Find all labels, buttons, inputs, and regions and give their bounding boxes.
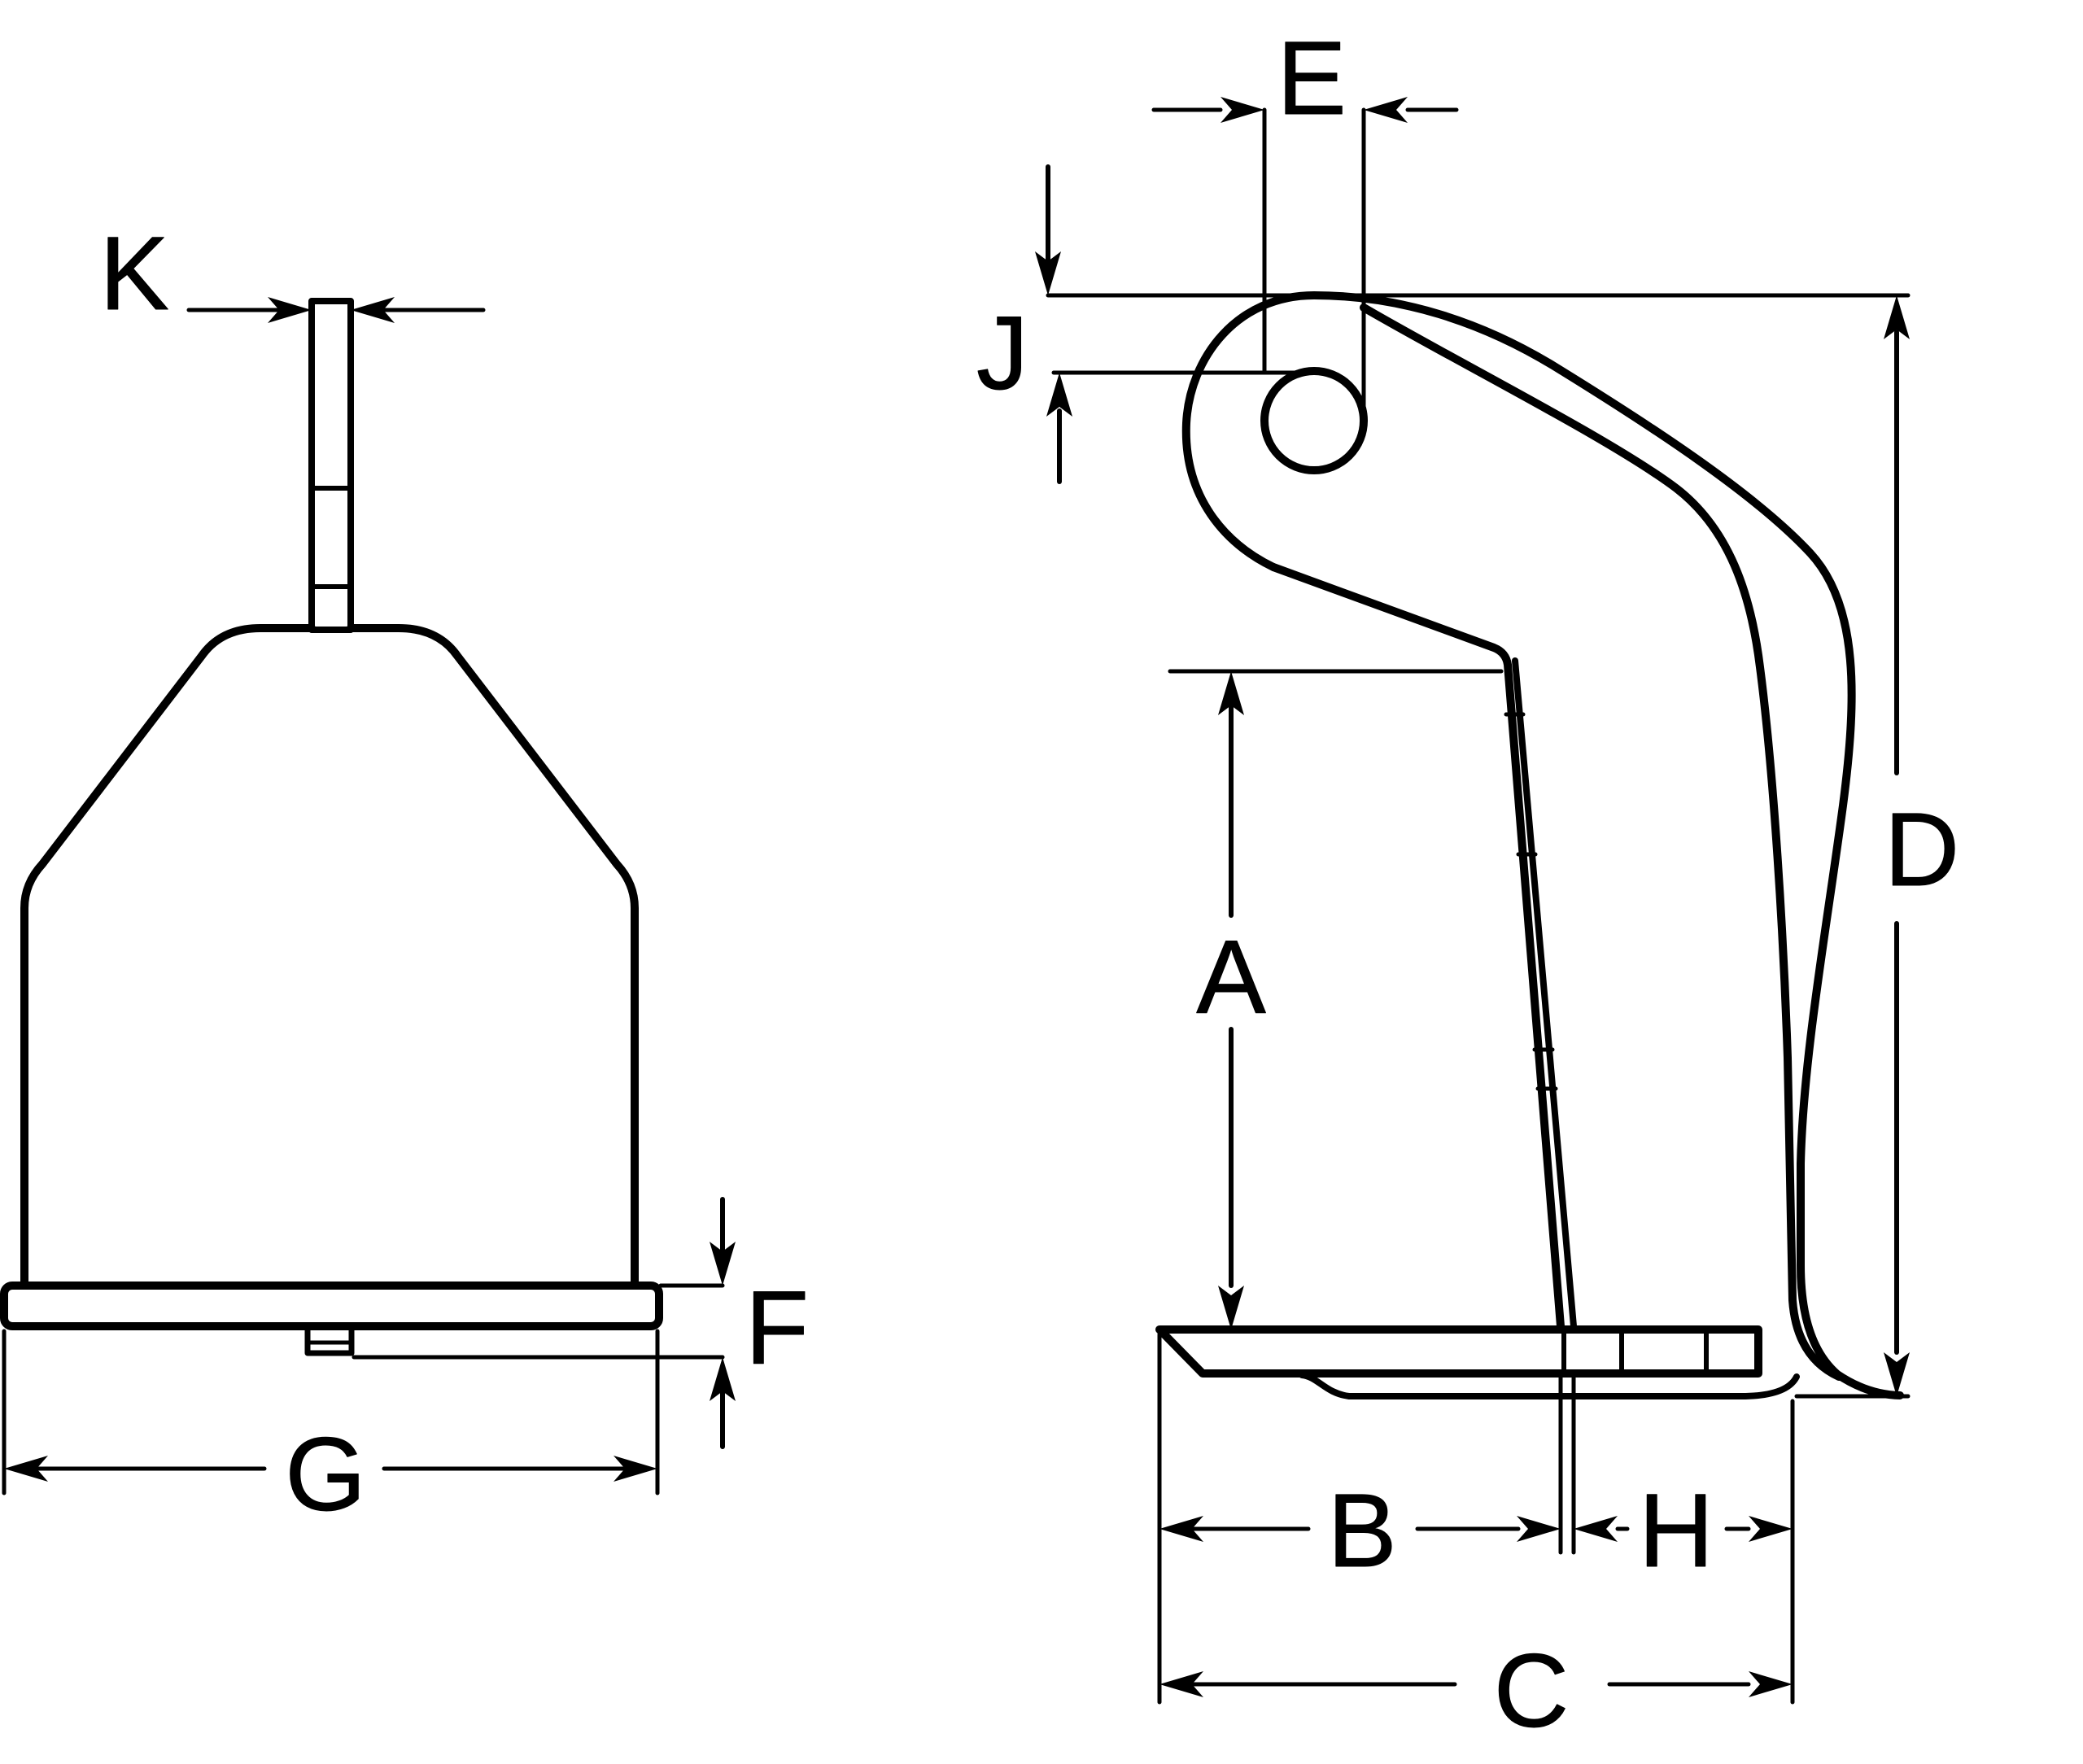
flange-plate [0, 1282, 663, 1330]
dim-K-label: K [99, 216, 168, 332]
dim-A [1168, 669, 1504, 1330]
bottom-extension-lines [1157, 1332, 1795, 1705]
dim-H [1574, 1516, 1793, 1542]
left-view: K F G [0, 216, 810, 1534]
dim-E [1151, 97, 1459, 413]
lifting-hole [1260, 367, 1368, 474]
dim-F [352, 1197, 736, 1449]
dim-J-label: J [976, 295, 1028, 412]
stem [308, 298, 354, 633]
body-outline [20, 624, 639, 1290]
dim-H-label: H [1639, 1473, 1714, 1589]
dim-C [1159, 1671, 1793, 1697]
dim-J [1035, 164, 1319, 484]
dim-B [1159, 1516, 1561, 1542]
foot-under-pad [1299, 1372, 1800, 1399]
bottom-tab [304, 1323, 355, 1356]
foot-plate [1155, 1325, 1762, 1378]
dim-D-label: D [1884, 792, 1959, 908]
dim-G-label: G [285, 1417, 366, 1533]
dim-K [186, 297, 486, 323]
dim-D [1884, 295, 1910, 1396]
jaw-plate-rear-edge [1512, 657, 1577, 1330]
dim-C-label: C [1494, 1633, 1569, 1749]
dim-E-label: E [1277, 20, 1346, 137]
dim-A-label: A [1196, 919, 1266, 1036]
dim-F-label: F [745, 1270, 809, 1386]
dim-G [2, 1329, 660, 1495]
hook-outer-edge [1181, 291, 1904, 1399]
dim-B-label: B [1327, 1473, 1396, 1589]
hook-inner-edge [1360, 303, 1843, 1381]
right-view: E J A D [976, 20, 1960, 1750]
front-edge [1269, 563, 1565, 1330]
